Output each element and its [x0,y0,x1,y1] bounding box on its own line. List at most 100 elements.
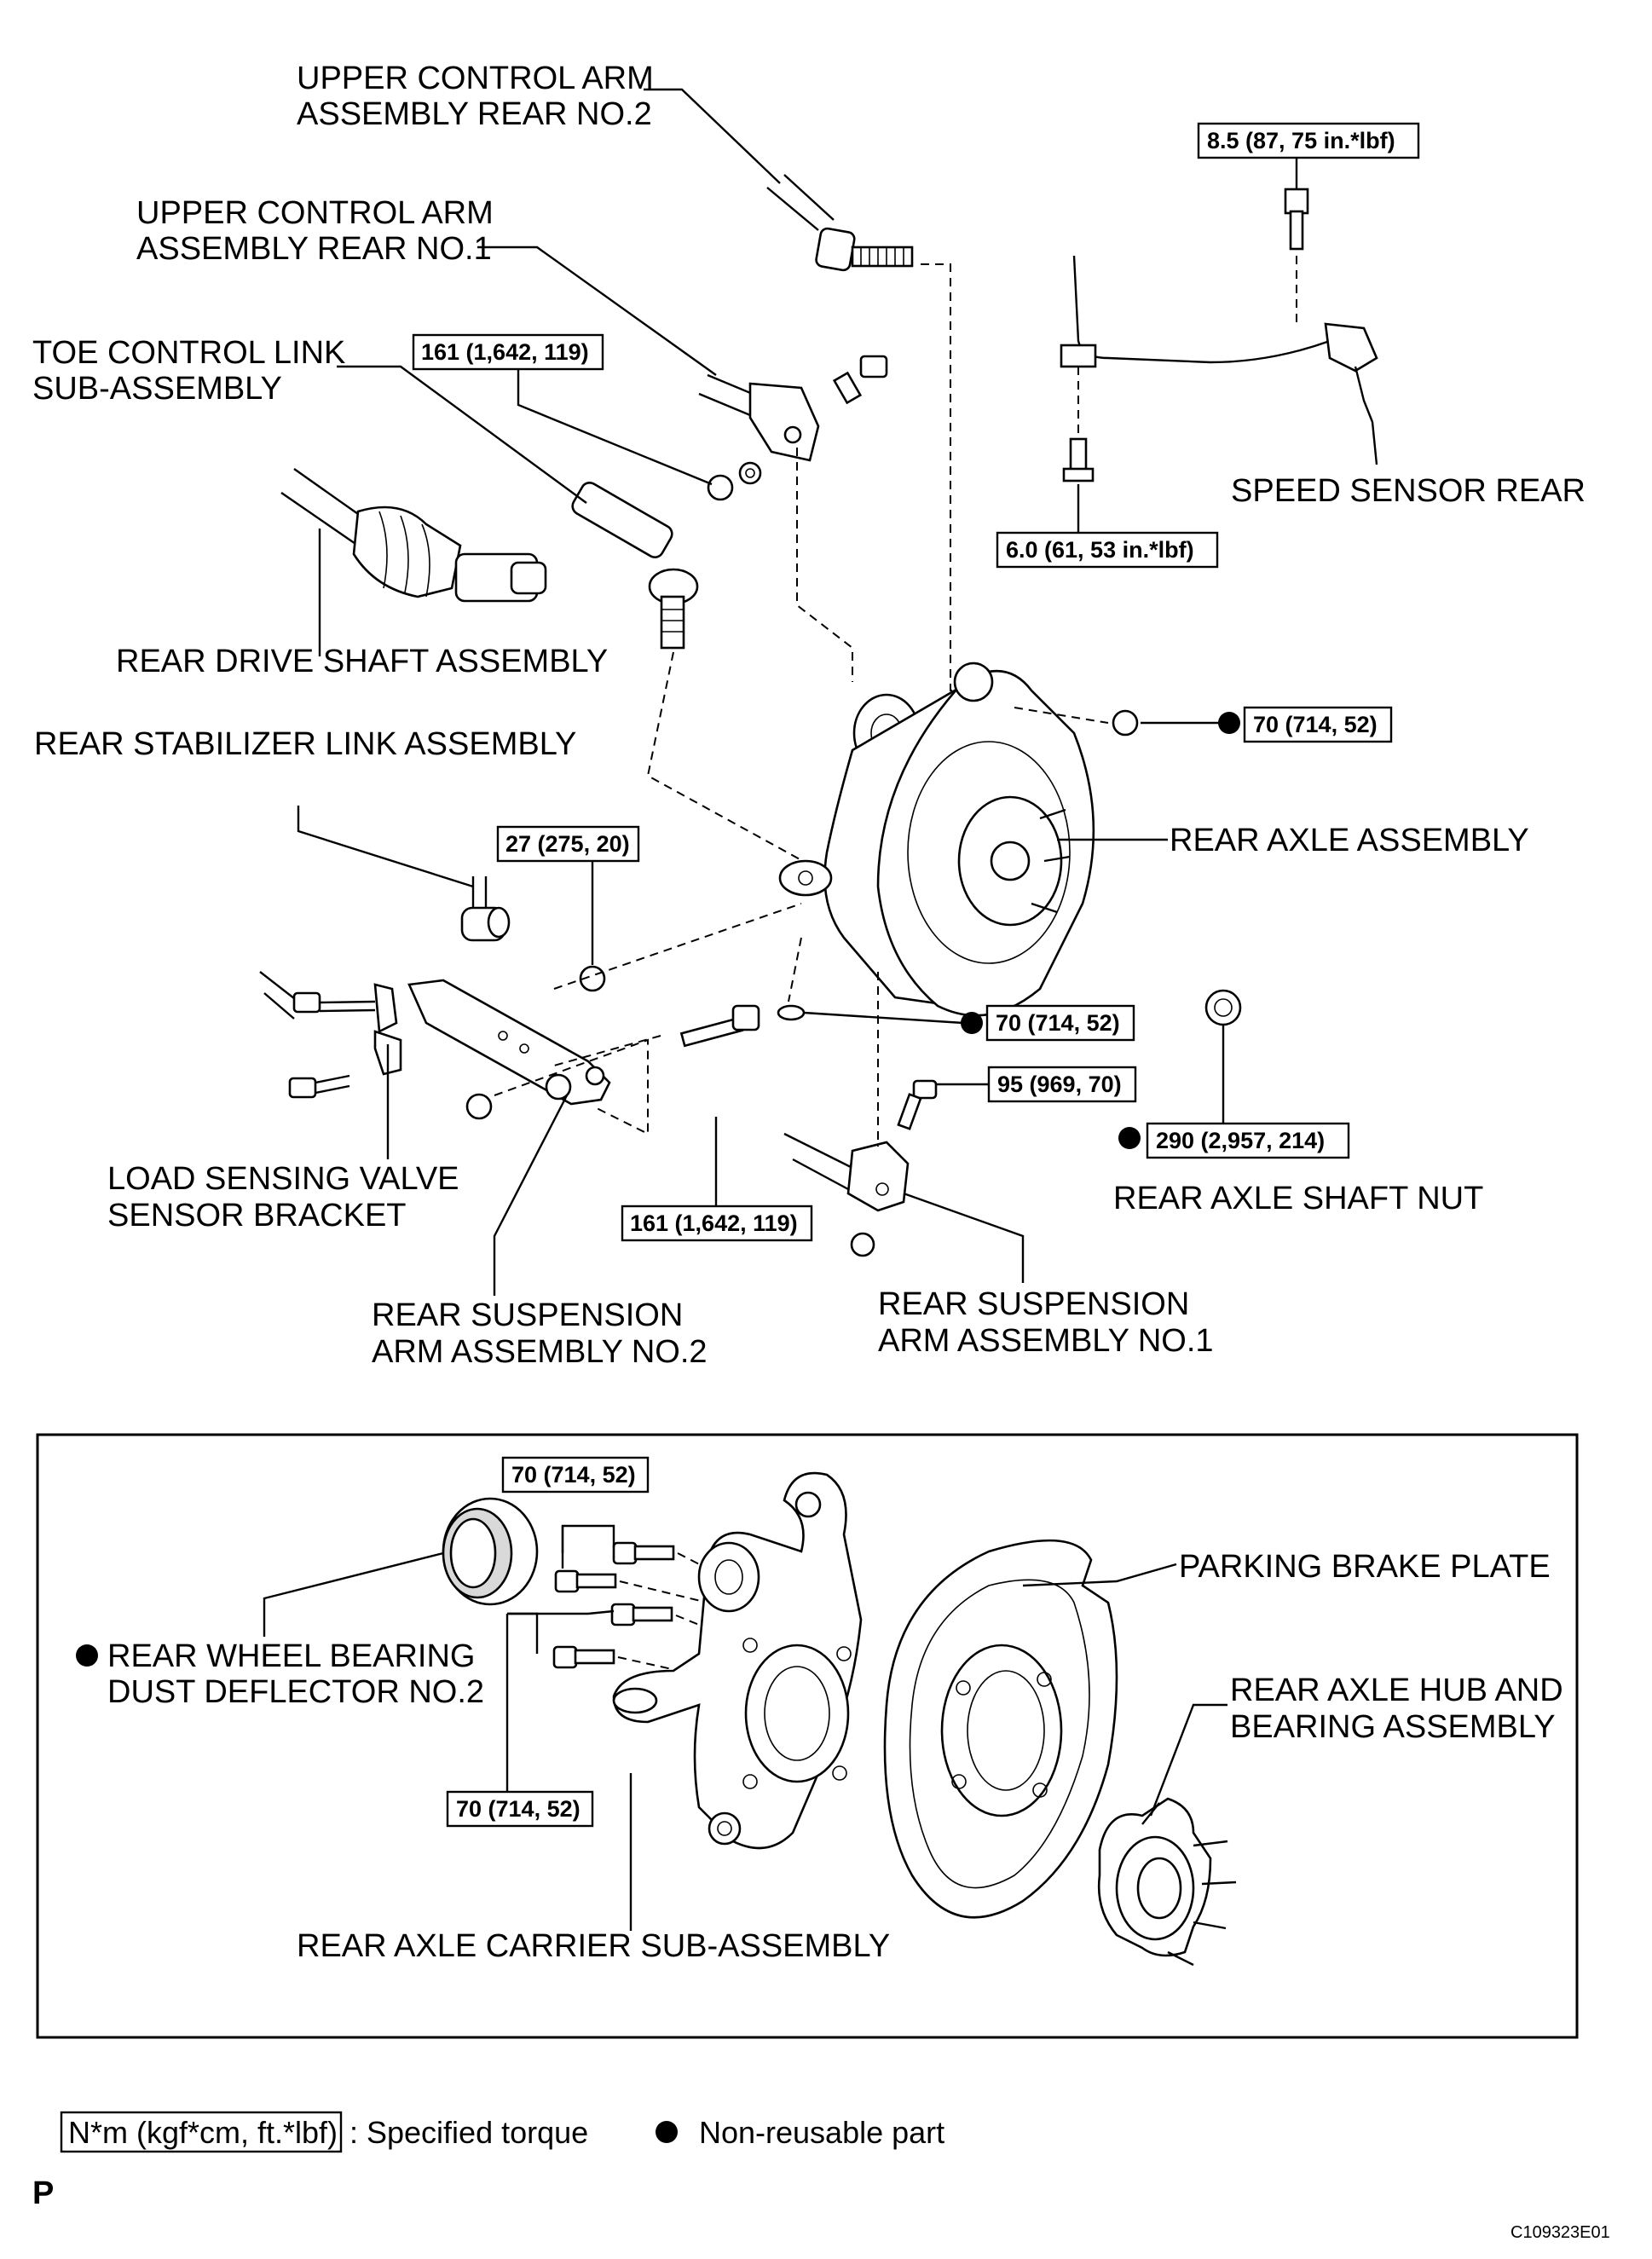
label-rear-stabilizer-link: REAR STABILIZER LINK ASSEMBLY [34,726,576,762]
toe-link-path [646,651,819,870]
svg-text:6.0 (61, 53 in.*lbf): 6.0 (61, 53 in.*lbf) [1006,537,1194,563]
torque-box-arm-no1-nut: 70 (714, 52) [985,1004,1135,1042]
parking-brake-plate-part [883,1539,1118,1919]
svg-text:ASSEMBLY REAR NO.2: ASSEMBLY REAR NO.2 [297,96,652,132]
svg-text:DUST DEFLECTOR NO.2: DUST DEFLECTOR NO.2 [107,1674,484,1710]
load-sensing-bracket-part [259,971,402,1099]
nonreusable-dot-upper-nut [1218,712,1240,734]
torque-box-carrier-top: 70 (714, 52) [501,1456,650,1493]
axle-top-nut-path [1014,707,1109,724]
arm-no1-nut [850,1232,875,1257]
legend-nonreusable-text: Non-reusable part [699,2115,944,2150]
svg-text:SENSOR BRACKET: SENSOR BRACKET [107,1198,407,1233]
nonreusable-dot-dust-deflector [76,1644,98,1667]
torque-box-sensor-top: 8.5 (87, 75 in.*lbf) [1197,122,1420,159]
svg-text:8.5 (87, 75 in.*lbf): 8.5 (87, 75 in.*lbf) [1207,128,1395,153]
label-upper-arm-no1: UPPER CONTROL ARM ASSEMBLY REAR NO.1 [136,195,494,267]
label-dust-deflector: REAR WHEEL BEARING DUST DEFLECTOR NO.2 [107,1638,484,1710]
svg-text:REAR AXLE HUB AND: REAR AXLE HUB AND [1230,1673,1563,1708]
inset-leader-lines [263,1524,1227,1931]
torque-box-arm-no2-bolt: 161 (1,642, 119) [621,1205,813,1242]
torque-box-carrier-bottom: 70 (714, 52) [446,1790,594,1828]
arm2-upper-path [553,903,802,990]
rear-axle-top-nut [1112,709,1139,737]
label-rear-axle-assembly: REAR AXLE ASSEMBLY [1170,823,1529,858]
torque-box-axle-shaft-nut: 290 (2,957, 214) [1146,1122,1350,1159]
upper-arm-no1-bolt [832,355,888,405]
upper-arm-no1-nut-washer [707,461,762,501]
label-hub-bearing: REAR AXLE HUB AND BEARING ASSEMBLY [1230,1673,1563,1745]
svg-text:161 (1,642, 119): 161 (1,642, 119) [630,1210,798,1236]
carrier-bolt-path-2 [619,1580,708,1603]
dust-deflector-part [442,1497,539,1606]
rear-axle-shaft-nut-part [1204,989,1242,1026]
svg-text:27 (275, 20): 27 (275, 20) [505,831,630,857]
legend-torque-unit: N*m (kgf*cm, ft.*lbf) [68,2115,338,2150]
upper-arm-no1-path [796,448,853,682]
svg-text:REAR SUSPENSION: REAR SUSPENSION [878,1286,1189,1322]
label-rear-suspension-arm-no1: REAR SUSPENSION ARM ASSEMBLY NO.1 [878,1286,1214,1359]
inset-frame [36,1433,1579,2039]
label-rear-drive-shaft: REAR DRIVE SHAFT ASSEMBLY [116,644,608,679]
label-load-sensing-valve: LOAD SENSING VALVE SENSOR BRACKET [107,1161,459,1233]
label-rear-suspension-arm-no2: REAR SUSPENSION ARM ASSEMBLY NO.2 [372,1297,708,1370]
toe-control-link-part [571,482,699,650]
svg-text:161 (1,642, 119): 161 (1,642, 119) [421,339,589,365]
upper-arm-no1-part [698,373,820,462]
label-rear-axle-shaft-nut: REAR AXLE SHAFT NUT [1113,1181,1483,1216]
svg-text:95 (969, 70): 95 (969, 70) [997,1072,1122,1097]
torque-box-upper-arm-no1: 161 (1,642, 119) [412,333,604,371]
torque-box-stabilizer: 27 (275, 20) [496,825,640,863]
svg-text:290 (2,957, 214): 290 (2,957, 214) [1156,1128,1325,1153]
svg-text:ASSEMBLY REAR NO.1: ASSEMBLY REAR NO.1 [136,231,492,267]
svg-text:70 (714, 52): 70 (714, 52) [456,1796,581,1822]
legend: N*m (kgf*cm, ft.*lbf) : Specified torque… [60,2111,944,2153]
arm-no1-washer [777,1004,806,1021]
stabilizer-link-part [460,876,511,942]
leader-lines [297,88,1378,1296]
svg-text:REAR SUSPENSION: REAR SUSPENSION [372,1297,683,1333]
legend-torque-box [60,2111,343,2153]
carrier-bolt-path-1 [677,1552,708,1569]
label-upper-arm-no2: UPPER CONTROL ARM ASSEMBLY REAR NO.2 [297,61,654,132]
svg-text:SUB-ASSEMBLY: SUB-ASSEMBLY [32,371,282,407]
nonreusable-dot-axle-nut [1118,1127,1141,1149]
rear-drive-shaft-part [280,468,547,603]
nonreusable-dot-arm1-nut [961,1012,983,1034]
rear-axle-assembly-part [778,662,1095,1017]
svg-text:70 (714, 52): 70 (714, 52) [1253,712,1378,737]
svg-text:70 (714, 52): 70 (714, 52) [996,1010,1120,1036]
svg-text:REAR WHEEL BEARING: REAR WHEEL BEARING [107,1638,475,1674]
carrier-bolts [552,1541,675,1669]
legend-torque-text: : Specified torque [349,2115,588,2150]
upper-arm-no2-path [921,263,980,691]
svg-text:UPPER CONTROL ARM: UPPER CONTROL ARM [297,61,654,96]
upper-arm-no2-bolt [766,174,914,272]
arm1-washer-path [788,937,802,1002]
svg-text:ARM ASSEMBLY NO.2: ARM ASSEMBLY NO.2 [372,1334,708,1370]
rear-axle-carrier-part [612,1471,863,1850]
label-rear-axle-carrier: REAR AXLE CARRIER SUB-ASSEMBLY [297,1928,890,1964]
rear-axle-hub-part [1097,1797,1237,1967]
svg-text:TOE CONTROL LINK: TOE CONTROL LINK [32,335,345,371]
arm-no1-bolt [897,1079,938,1130]
svg-text:BEARING ASSEMBLY: BEARING ASSEMBLY [1230,1709,1556,1745]
rear-suspension-arm-no2-part [407,979,611,1106]
arm-no2-bolt [679,1004,760,1048]
carrier-bolt-path-3 [675,1615,708,1629]
legend-nonreusable-dot [656,2121,678,2143]
stabilizer-nut [579,965,606,992]
page-marker: P [32,2175,54,2211]
speed-sensor-part [1060,188,1378,482]
label-parking-brake-plate: PARKING BRAKE PLATE [1179,1549,1551,1585]
svg-text:70 (714, 52): 70 (714, 52) [511,1462,636,1488]
rear-suspension-arm-no1-part [783,1132,910,1212]
svg-text:ARM ASSEMBLY NO.1: ARM ASSEMBLY NO.1 [878,1323,1214,1359]
svg-text:LOAD SENSING VALVE: LOAD SENSING VALVE [107,1161,459,1197]
torque-box-sensor-bracket: 6.0 (61, 53 in.*lbf) [996,531,1219,569]
label-toe-control-link: TOE CONTROL LINK SUB-ASSEMBLY [32,335,345,407]
torque-box-upper-nut: 70 (714, 52) [1243,706,1393,743]
torque-box-arm-no1-bolt: 95 (969, 70) [987,1066,1137,1103]
label-speed-sensor-rear: SPEED SENSOR REAR [1231,473,1586,509]
